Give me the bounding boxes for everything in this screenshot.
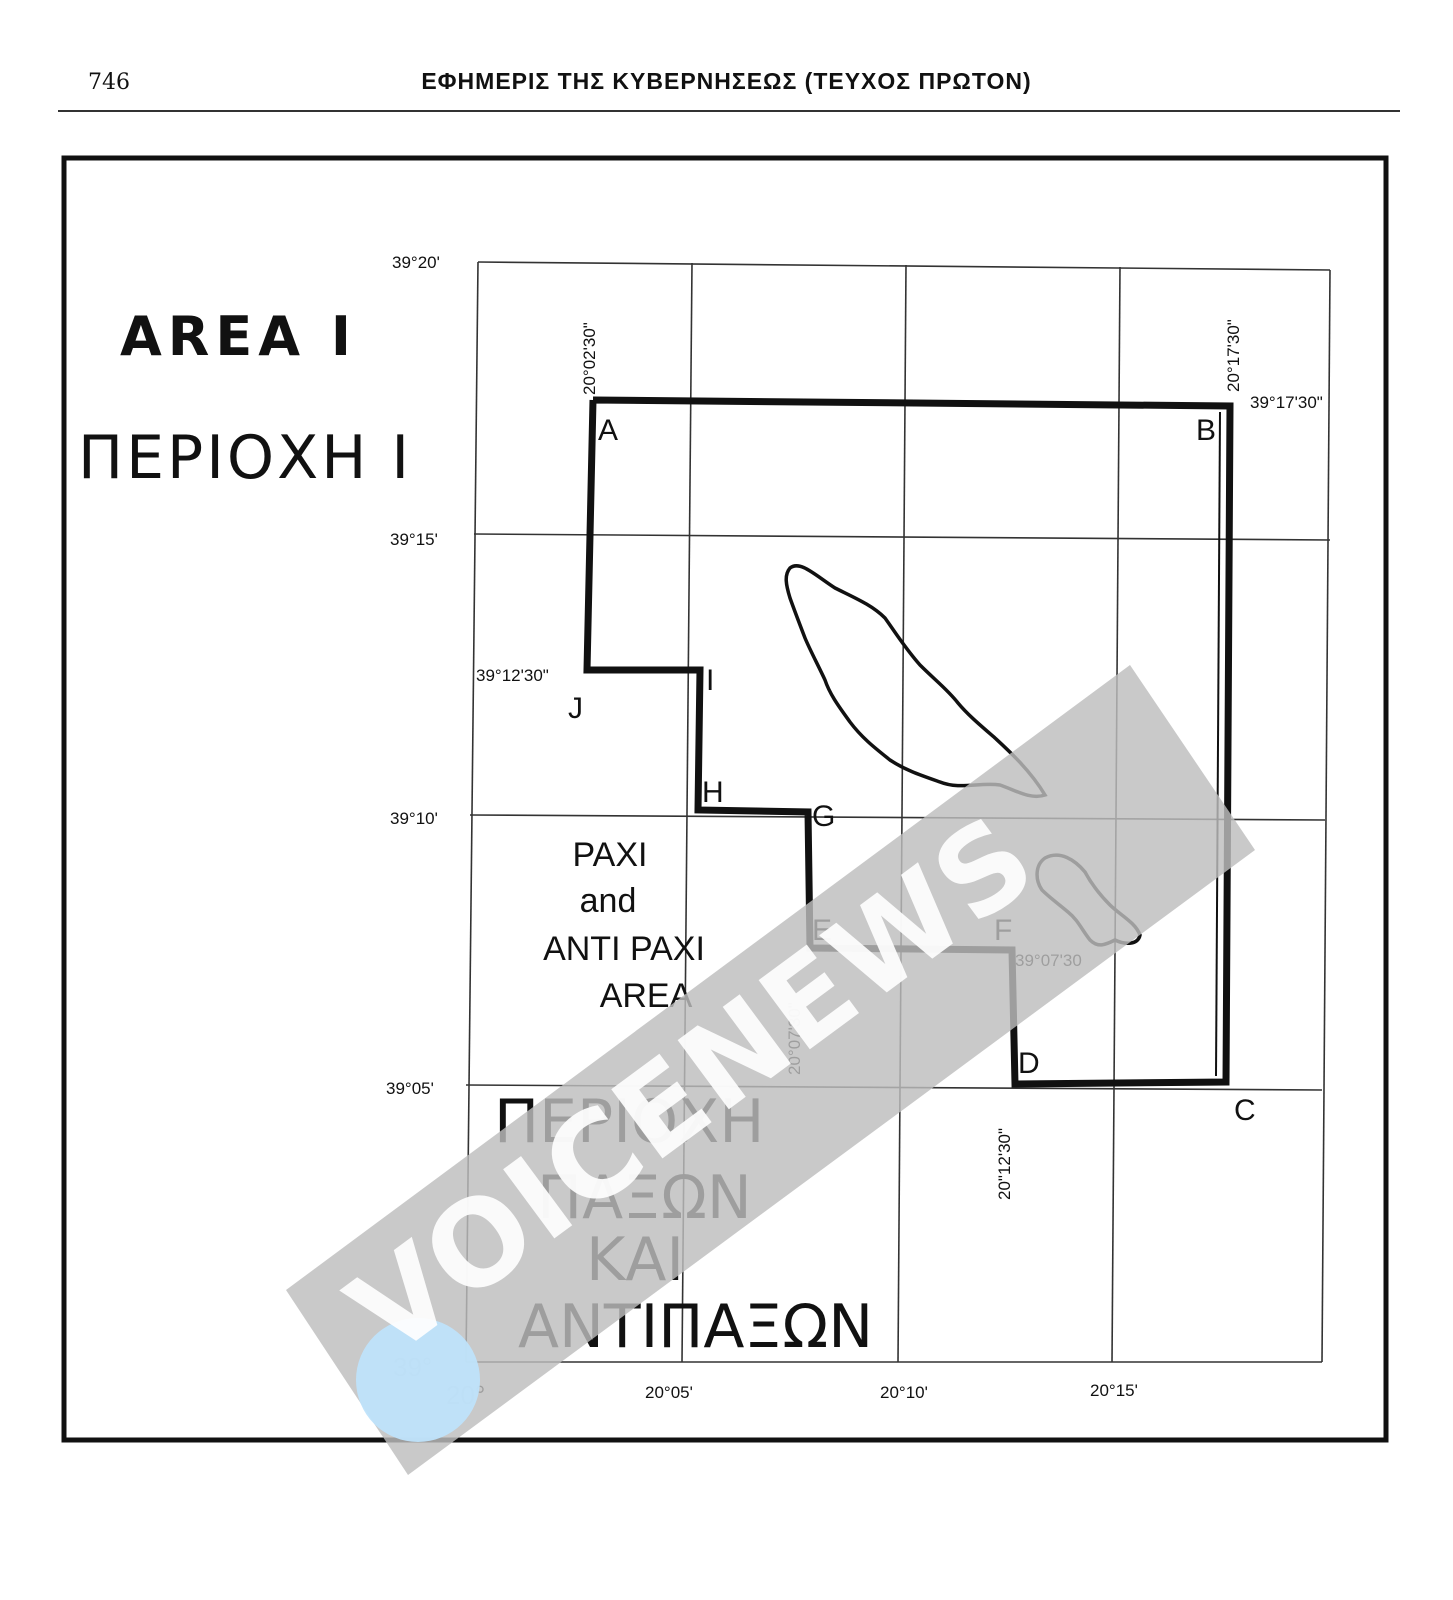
point-label-H: H [702,776,724,809]
area-label-gr-2: ΠΑΞΩΝ [537,1163,752,1233]
page-number: 746 [88,70,130,95]
area-label-gr-4: ΑΝΤΙΠΑΞΩΝ [518,1292,873,1362]
lat-label-39-20: 39°20' [392,253,440,272]
coord-lon-b: 20°17'30" [1224,319,1243,392]
area-label-en-4: AREA [600,977,693,1015]
lon-label-20: 20° [446,1380,485,1410]
area-label-gr-1: ΠΕΡΙΟΧΗ [494,1087,764,1157]
lat-label-39-05: 39°05' [386,1079,434,1098]
point-label-I: I [706,664,714,697]
point-label-F: F [994,914,1012,947]
lon-label-20-10: 20°10' [880,1383,928,1402]
coord-lat-b: 39°17'30" [1250,393,1323,412]
header-rule [58,110,1400,112]
area-boundary-inner [1215,411,1221,1077]
title-area-en: AREA I [120,305,357,368]
area-label-en-1: PAXI [573,836,648,874]
coord-lat-j: 39°12'30" [476,666,549,685]
point-label-G: G [812,800,835,833]
lat-label-39-15: 39°15' [390,530,438,549]
area-label-en-3: ANTI PAXI [543,930,705,968]
lat-label-39: 39° [393,1352,432,1382]
point-label-A: A [598,414,618,447]
point-label-J: J [568,692,583,725]
coord-lat-f: 39°07'30 [1015,951,1082,970]
coord-lon-d: 20"12'30" [995,1128,1014,1200]
antipaxi-island [1035,853,1142,947]
lat-label-39-10: 39°10' [390,809,438,828]
area-label-en-2: and [580,882,637,920]
point-label-C: C [1234,1094,1256,1127]
coord-lon-a: 20°02'30" [580,322,599,395]
paxi-island [784,564,1048,798]
point-label-D: D [1018,1047,1040,1080]
point-label-B: B [1196,414,1216,447]
coord-lon-e: 20°07'30" [785,1002,804,1075]
lon-label-20-15: 20°15' [1090,1381,1138,1400]
journal-title: ΕΦΗΜΕΡΙΣ ΤΗΣ ΚΥΒΕΡΝΗΣΕΩΣ (ΤΕΥΧΟΣ ΠΡΩΤΟΝ) [421,68,1032,94]
title-area-gr: ΠΕΡΙΟΧΗ I [78,423,412,493]
area-label-gr-3: ΚΑΙ [586,1225,684,1295]
lon-label-20-05: 20°05' [645,1383,693,1402]
point-label-E: E [812,914,832,947]
